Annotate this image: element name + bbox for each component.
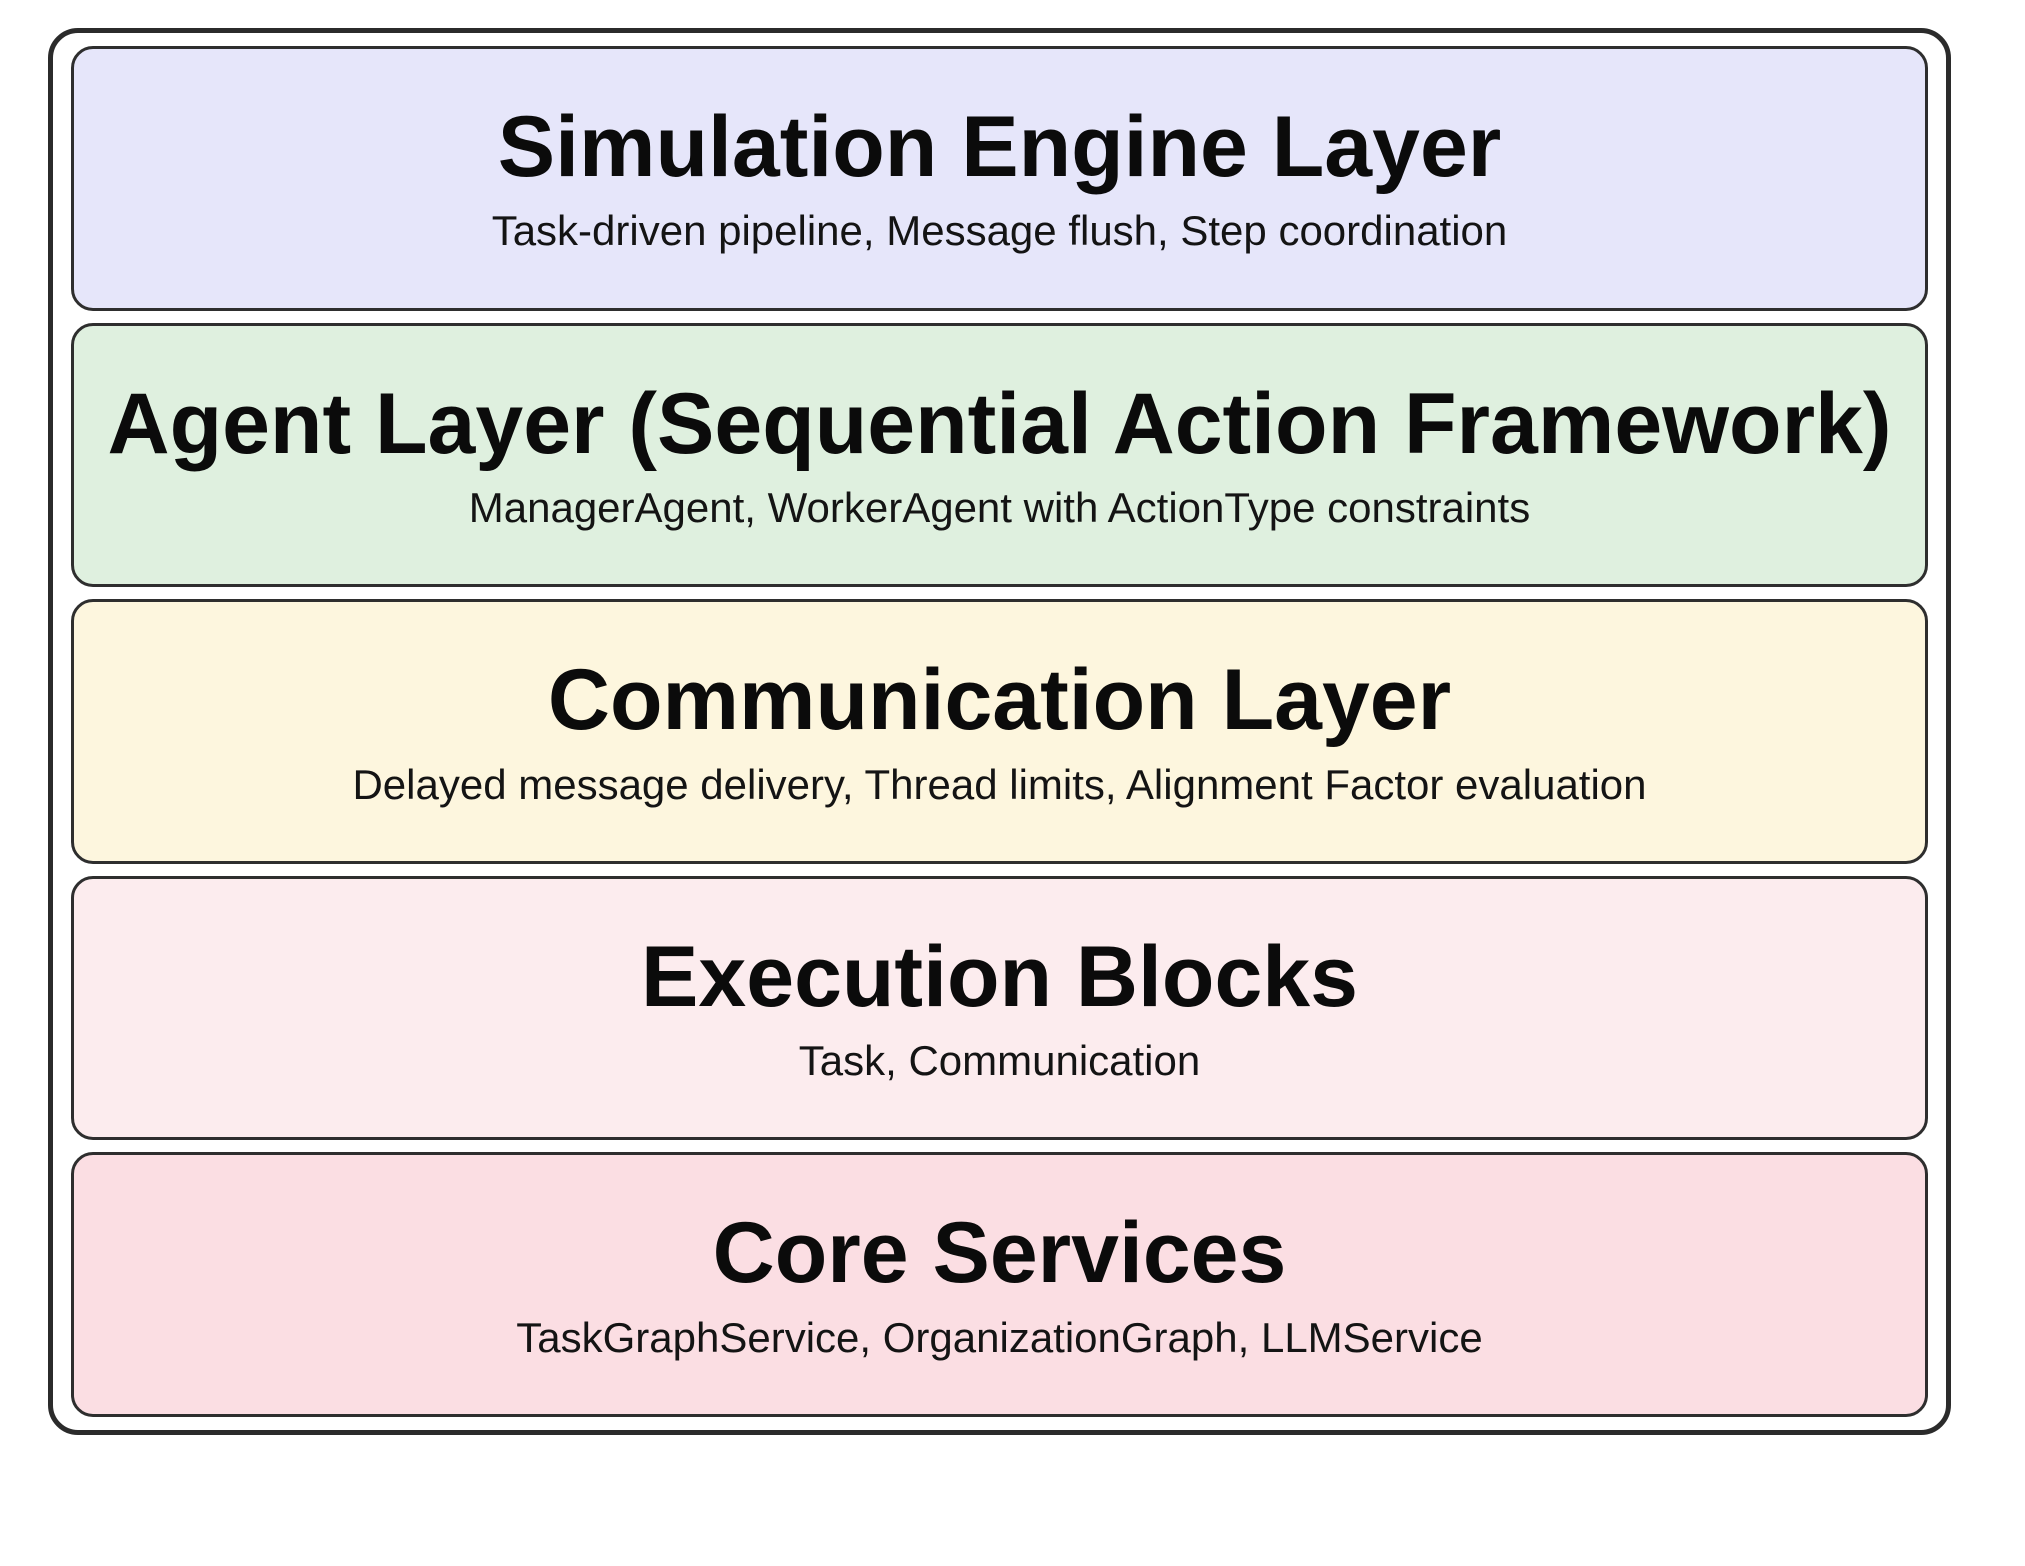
layer-title-execution-blocks: Execution Blocks — [641, 928, 1358, 1025]
layer-title-core-services: Core Services — [712, 1205, 1287, 1302]
layer-title-agent-layer: Agent Layer (Sequential Action Framework… — [107, 375, 1892, 472]
layer-box-simulation-engine: Simulation Engine Layer Task-driven pipe… — [71, 46, 1928, 311]
layer-box-agent-layer: Agent Layer (Sequential Action Framework… — [71, 322, 1928, 588]
layer-box-execution-blocks: Execution Blocks Task, Communication — [71, 875, 1928, 1141]
layer-box-core-services: Core Services TaskGraphService, Organiza… — [71, 1152, 1928, 1417]
layer-title-communication-layer: Communication Layer — [547, 652, 1452, 749]
layer-subtitle-simulation-engine: Task-driven pipeline, Message flush, Ste… — [491, 207, 1508, 255]
layer-subtitle-communication-layer: Delayed message delivery, Thread limits,… — [352, 760, 1647, 808]
layer-title-simulation-engine: Simulation Engine Layer — [497, 99, 1502, 196]
layer-subtitle-execution-blocks: Task, Communication — [798, 1037, 1201, 1085]
layer-box-communication-layer: Communication Layer Delayed message deli… — [71, 599, 1928, 864]
layer-subtitle-agent-layer: ManagerAgent, WorkerAgent with ActionTyp… — [468, 483, 1531, 531]
layer-subtitle-core-services: TaskGraphService, OrganizationGraph, LLM… — [516, 1313, 1483, 1361]
architecture-diagram-frame: Simulation Engine Layer Task-driven pipe… — [48, 28, 1951, 1435]
